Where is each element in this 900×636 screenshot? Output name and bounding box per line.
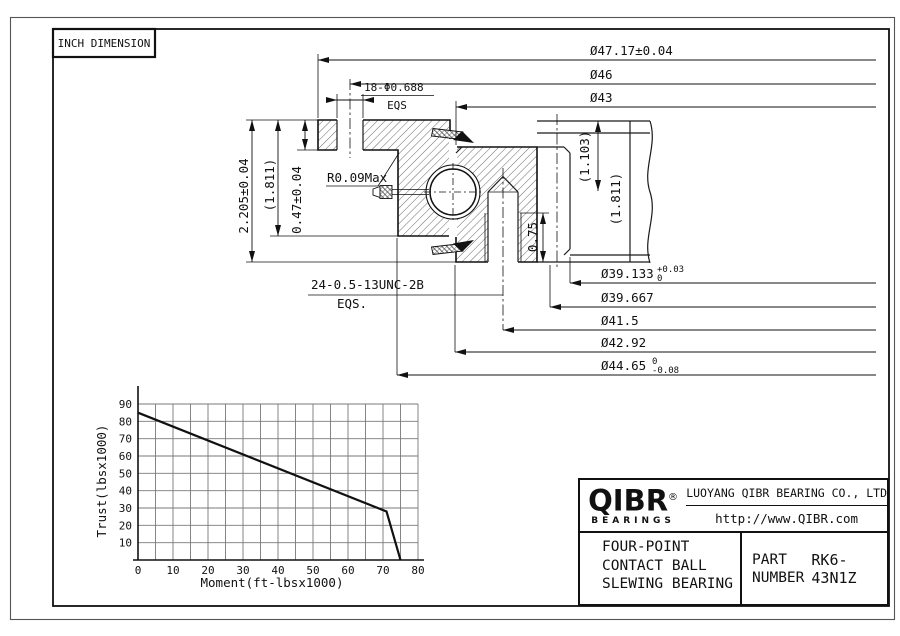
chart-y-tick-label: 10 xyxy=(119,537,132,550)
chart-y-tick-label: 30 xyxy=(119,502,132,515)
chart-x-tick-label: 20 xyxy=(201,564,214,577)
product-line: CONTACT BALL xyxy=(602,557,707,574)
chart-y-tick-label: 40 xyxy=(119,485,132,498)
chart-y-tick-label: 50 xyxy=(119,467,132,480)
company-name: LUOYANG QIBR BEARING CO., LTD xyxy=(686,485,887,500)
chart-x-axis-title: Moment(ft-lbsx1000) xyxy=(201,575,344,590)
threaded-hole xyxy=(484,168,522,330)
dim-bolt-circle-od-label: Ø46 xyxy=(590,67,613,82)
dim-body-od-tol-lower: -0.08 xyxy=(652,366,679,376)
part-number-cell: PART NUMBER RK6-43N1Z xyxy=(740,533,887,604)
dim-raceway-dia-label: Ø42.92 xyxy=(601,335,646,350)
product-description: FOUR-POINT CONTACT BALL SLEWING BEARING xyxy=(580,533,740,604)
company-website: http://www.QIBR.com xyxy=(686,505,887,531)
title-block: QIBR® BEARINGS LUOYANG QIBR BEARING CO.,… xyxy=(578,478,889,606)
title-block-header-row: QIBR® BEARINGS LUOYANG QIBR BEARING CO.,… xyxy=(580,480,887,533)
dim-thread-bcd-label: Ø41.5 xyxy=(601,313,639,328)
grease-fitting xyxy=(372,185,429,199)
dim-side-ring-height-label: (1.811) xyxy=(608,173,623,226)
bearing-section-view xyxy=(317,118,538,330)
registered-trademark-icon: ® xyxy=(668,492,679,503)
dim-body-od-tol-upper: 0 xyxy=(652,357,657,367)
inch-dimension-box xyxy=(51,27,157,59)
title-block-part-row: FOUR-POINT CONTACT BALL SLEWING BEARING … xyxy=(580,533,887,604)
load-capacity-chart: 0 10 20 30 40 50 60 70 80 10 20 30 40 50 60 70 80 90Momen… xyxy=(94,386,425,590)
chart-x-tick-label: 0 xyxy=(135,564,142,577)
dim-outer-ring-height-label: (1.811) xyxy=(262,159,277,212)
dim-body-od-label: Ø44.65 xyxy=(601,358,646,373)
thread-pattern-note: EQS. xyxy=(337,296,367,311)
top-seal xyxy=(430,128,474,143)
dim-seal-od-label: Ø43 xyxy=(590,90,613,105)
chart-curve xyxy=(137,411,402,561)
inch-dimension-label: INCH DIMENSION xyxy=(58,37,151,50)
fillet-radius-label: R0.09Max xyxy=(327,170,388,185)
dim-bore-1-tol-lower: 0 xyxy=(657,274,662,284)
chart-x-tick-label: 50 xyxy=(306,564,319,577)
dim-thread-depth-label: 0.75 xyxy=(525,222,540,252)
chart-y-tick-label: 60 xyxy=(119,450,132,463)
flange-bolt-pattern-note: EQS xyxy=(387,99,407,112)
product-line: FOUR-POINT xyxy=(602,539,690,555)
chart-y-tick-label: 70 xyxy=(119,433,132,446)
sheet-frame: INCH DIMENSION xyxy=(9,16,896,621)
product-line: SLEWING BEARING xyxy=(602,576,733,592)
thread-pattern-label: 24-0.5-13UNC-2B xyxy=(311,277,424,292)
company-info: LUOYANG QIBR BEARING CO., LTD http://www… xyxy=(686,480,887,531)
break-line xyxy=(647,120,653,264)
company-logo: QIBR® BEARINGS xyxy=(580,480,686,531)
chart-y-tick-label: 90 xyxy=(119,398,132,411)
part-number-caption: PART NUMBER xyxy=(752,551,805,586)
dim-bore-1-label: Ø39.133 xyxy=(601,266,654,281)
chart-x-tick-label: 70 xyxy=(376,564,389,577)
dim-flange-od-label: Ø47.17±0.04 xyxy=(590,43,673,58)
dim-bore-1-tol-upper: +0.03 xyxy=(657,265,684,275)
dim-side-upper-label: (1.103) xyxy=(577,131,592,184)
logo-text: QIBR xyxy=(588,483,669,518)
bearing-side-view xyxy=(537,114,653,270)
dim-flange-thickness-label: 0.47±0.04 xyxy=(289,166,304,234)
chart-y-tick-label: 20 xyxy=(119,519,132,532)
chart-y-tick-label: 80 xyxy=(119,415,132,428)
chart-x-tick-label: 60 xyxy=(341,564,354,577)
part-number-value: RK6-43N1Z xyxy=(811,550,857,587)
chart-x-tick-label: 10 xyxy=(166,564,179,577)
chart-x-tick-label: 30 xyxy=(236,564,249,577)
dimensions: Ø47.17±0.04 Ø46 Ø43 18-Φ0.688 EQS 2.205±… xyxy=(236,43,876,378)
chart-x-tick-label: 40 xyxy=(271,564,284,577)
chart-y-axis-title: Trust(lbsx1000) xyxy=(94,425,109,538)
logo-subtext: BEARINGS xyxy=(591,515,675,526)
dim-overall-height-label: 2.205±0.04 xyxy=(236,158,251,233)
dim-bore-2-label: Ø39.667 xyxy=(601,290,654,305)
flange-bolt-pattern-label: 18-Φ0.688 xyxy=(364,81,424,94)
bottom-seal xyxy=(430,240,474,255)
chart-x-tick-label: 80 xyxy=(411,564,424,577)
